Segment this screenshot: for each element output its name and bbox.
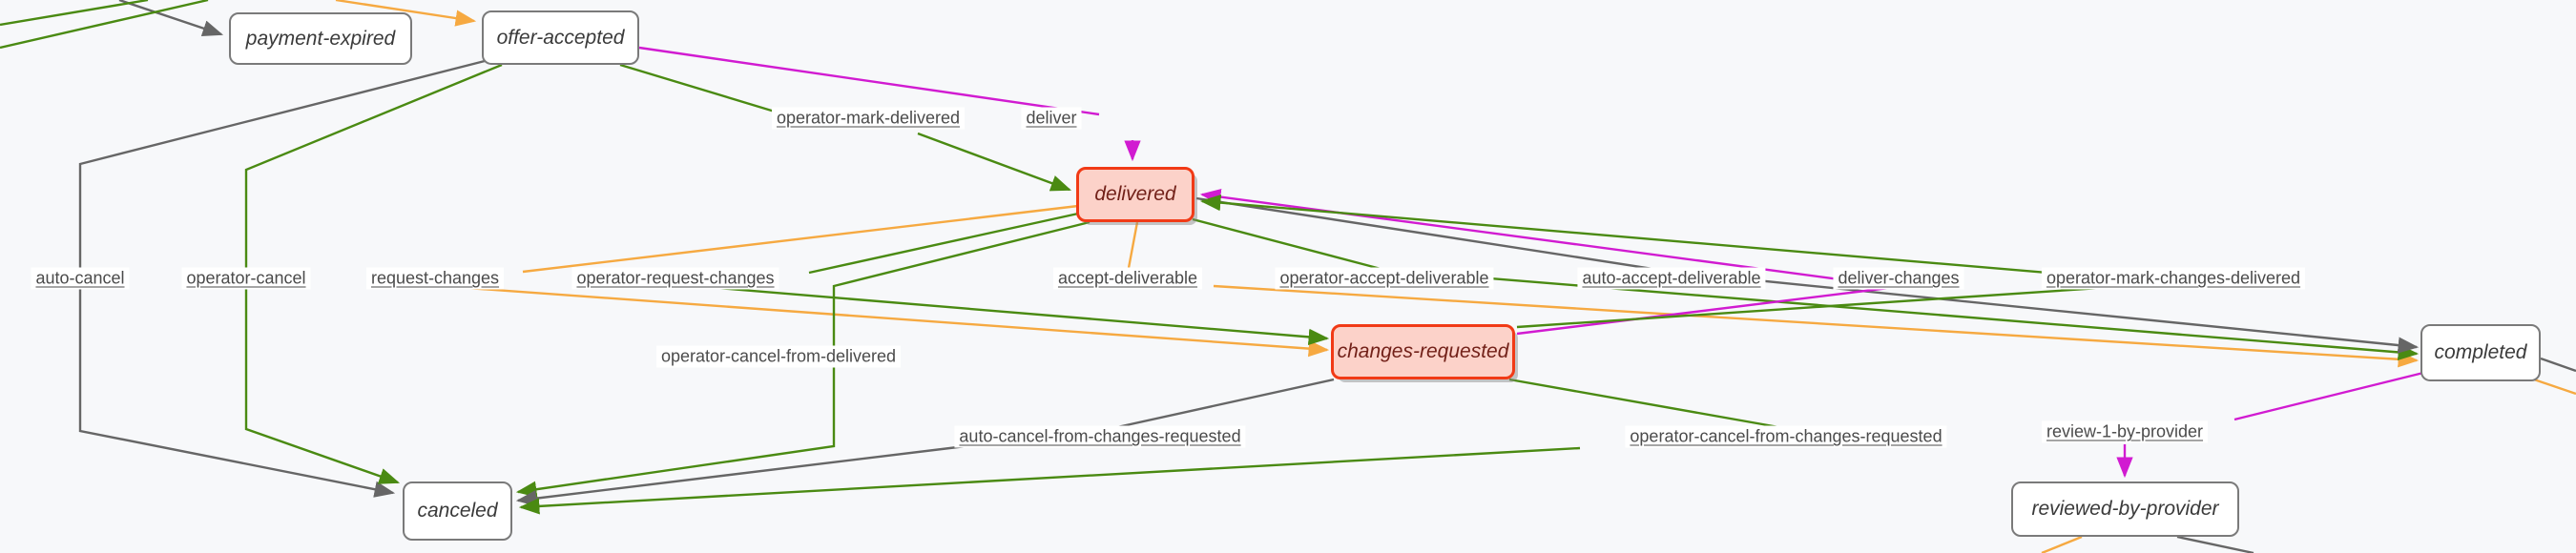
transition-label-review-1-by-provider[interactable]: review-1-by-provider: [2041, 420, 2209, 443]
edge-operator-request-changes-b: [717, 286, 1330, 346]
edge-into-offer-accepted: [335, 0, 477, 27]
edge-operator-mark-delivered-a: [619, 63, 776, 113]
edge-request-changes-b: [440, 284, 1330, 358]
transition-label-auto-cancel[interactable]: auto-cancel: [31, 267, 130, 290]
state-node-label: changes-requested: [1337, 340, 1509, 362]
transition-label-operator-mark-changes-delivered[interactable]: operator-mark-changes-delivered: [2041, 267, 2306, 290]
edge-offscreen-top-left-2: [0, 0, 149, 27]
state-node-offer-accepted[interactable]: offer-accepted: [482, 10, 639, 65]
transition-label-deliver[interactable]: deliver: [1021, 107, 1082, 130]
state-node-label: offer-accepted: [496, 26, 625, 49]
state-node-delivered[interactable]: delivered: [1076, 167, 1195, 222]
edge-auto-cancel-from-changes-requested-b: [515, 444, 966, 507]
edge-operator-mark-delivered-b: [917, 132, 1072, 192]
state-node-canceled[interactable]: canceled: [403, 481, 512, 541]
edge-review-1-by-provider-a: [2233, 371, 2424, 421]
state-node-label: reviewed-by-provider: [2031, 498, 2219, 520]
transition-label-operator-mark-delivered[interactable]: operator-mark-delivered: [771, 107, 966, 130]
transition-label-auto-cancel-from-changes-requested[interactable]: auto-cancel-from-changes-requested: [954, 425, 1246, 448]
edge-offscreen-top-left-1: [0, 0, 209, 50]
transition-label-operator-cancel[interactable]: operator-cancel: [181, 267, 311, 290]
state-node-label: delivered: [1094, 183, 1176, 205]
edge-accept-deliverable-a: [1127, 221, 1139, 269]
edge-completed-exit-right-1: [2540, 357, 2576, 373]
transition-label-operator-cancel-from-delivered: operator-cancel-from-delivered: [655, 345, 902, 368]
transition-label-request-changes[interactable]: request-changes: [365, 267, 505, 290]
edge-deliver-a: [638, 46, 1100, 116]
transition-label-operator-accept-deliverable[interactable]: operator-accept-deliverable: [1275, 267, 1494, 290]
state-node-payment-expired[interactable]: payment-expired: [229, 12, 412, 65]
edge-auto-cancel-from-changes-requested-a: [1108, 378, 1335, 431]
edge-operator-cancel: [244, 63, 503, 484]
state-node-label: payment-expired: [245, 27, 396, 50]
transition-label-accept-deliverable[interactable]: accept-deliverable: [1052, 267, 1203, 290]
edge-operator-cancel-from-changes-requested-a: [1508, 378, 1785, 430]
edge-accept-deliverable-b: [1213, 284, 2420, 368]
edge-auto-cancel: [78, 59, 486, 498]
state-node-completed[interactable]: completed: [2420, 324, 2541, 381]
state-node-label: canceled: [417, 500, 498, 522]
edge-into-payment-expired: [118, 0, 224, 36]
edge-completed-exit-right-2: [2533, 378, 2576, 396]
state-node-changes-requested[interactable]: changes-requested: [1331, 324, 1515, 379]
edge-operator-request-changes-a: [808, 212, 1079, 275]
transition-label-operator-request-changes[interactable]: operator-request-changes: [571, 267, 779, 290]
transition-label-auto-accept-deliverable[interactable]: auto-accept-deliverable: [1577, 267, 1766, 290]
edge-request-changes-a: [522, 204, 1079, 274]
edge-operator-cancel-from-changes-requested-b: [518, 446, 1581, 515]
state-node-reviewed-by-provider[interactable]: reviewed-by-provider: [2011, 481, 2239, 537]
edge-reviewed-exit-right: [2176, 535, 2254, 553]
edge-reviewed-exit-left: [2041, 535, 2083, 553]
state-node-label: completed: [2434, 341, 2527, 363]
transition-label-operator-cancel-from-changes-requested[interactable]: operator-cancel-from-changes-requested: [1625, 425, 1947, 448]
transition-label-deliver-changes[interactable]: deliver-changes: [1833, 267, 1964, 290]
